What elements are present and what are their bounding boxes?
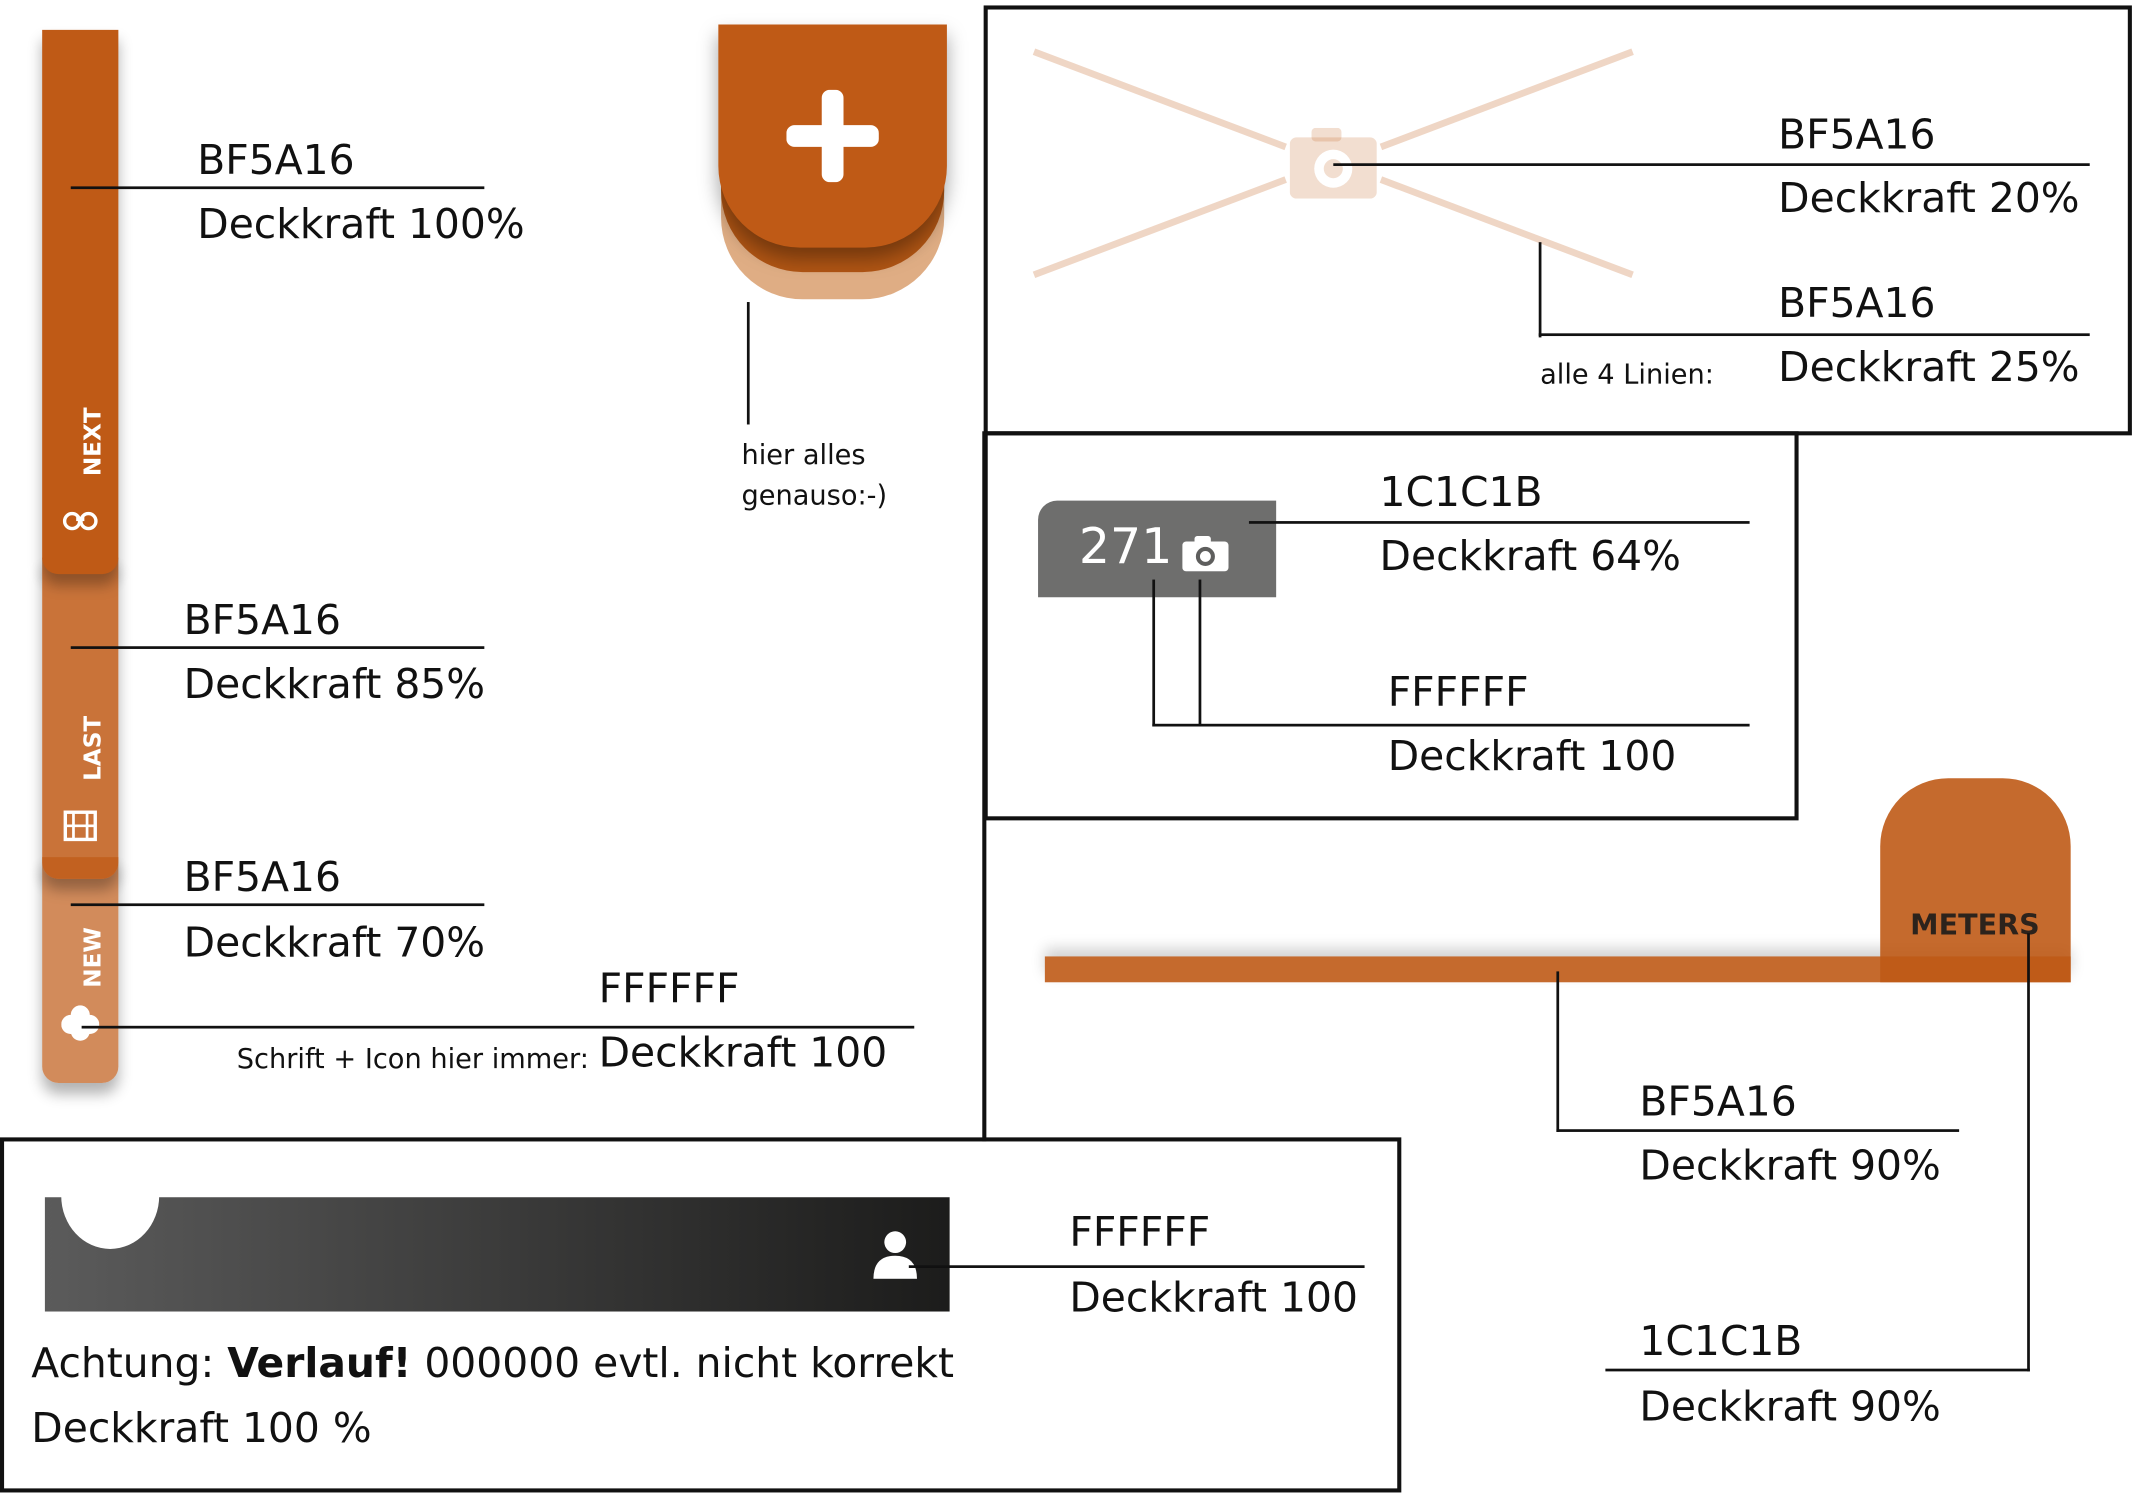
gradient-warning-opacity: Deckkraft 100 % <box>31 1405 372 1454</box>
placeholder-camera-opacity: Deckkraft 20% <box>1778 175 2080 224</box>
meters-text-opacity: Deckkraft 90% <box>1639 1383 1941 1432</box>
placeholder-lines-opacity: Deckkraft 25% <box>1778 344 2080 392</box>
leader-line <box>1198 579 1202 727</box>
placeholder-graphic <box>1032 48 1634 279</box>
camera-icon <box>1182 536 1229 578</box>
meters-tab[interactable]: METERS <box>1880 778 2071 983</box>
badge-fg-opacity: Deckkraft 100 <box>1387 733 1677 781</box>
tab-last-opacity: Deckkraft 85% <box>183 661 486 709</box>
film-icon <box>61 807 99 845</box>
warning-prefix: Achtung: <box>31 1340 215 1388</box>
leader-line <box>1556 971 1560 1132</box>
tab-last-label: LAST <box>80 715 108 781</box>
user-icon[interactable] <box>872 1230 918 1286</box>
gradient-icon-color: FFFFFF <box>1069 1209 1211 1258</box>
tab-new-label: NEW <box>80 927 108 988</box>
fab-note-line1: hier alles <box>741 438 866 471</box>
placeholder-lines-note: alle 4 Linien: <box>1540 357 1714 391</box>
tab-last[interactable]: LAST <box>42 557 119 879</box>
divider <box>982 431 987 1142</box>
tab-next[interactable]: NEXT <box>42 29 119 575</box>
leader-line <box>1152 723 1750 727</box>
binoculars-icon <box>61 501 99 539</box>
leader-line <box>1538 242 1542 338</box>
cloud-icon <box>61 1004 100 1042</box>
leader-line <box>908 1265 1365 1268</box>
leader-line <box>1556 1129 1960 1132</box>
leader-line <box>746 302 750 425</box>
leader-line <box>70 186 485 190</box>
leader-line <box>70 646 485 649</box>
leader-line <box>1538 333 2090 337</box>
photo-count-badge[interactable]: 271 <box>1038 500 1277 598</box>
badge-fg-color: FFFFFF <box>1387 669 1529 717</box>
add-button[interactable] <box>718 24 947 248</box>
meters-bar-color: BF5A16 <box>1639 1078 1797 1127</box>
gradient-icon-opacity: Deckkraft 100 <box>1069 1274 1358 1323</box>
meters-text-color: 1C1C1B <box>1639 1318 1803 1366</box>
meters-label: METERS <box>1910 908 2040 942</box>
tab-text-color: FFFFFF <box>598 965 740 1014</box>
placeholder-camera-color: BF5A16 <box>1778 111 1936 160</box>
fab-note-line2: genauso:-) <box>741 478 888 512</box>
profile-header-bar <box>44 1142 950 1312</box>
leader-line <box>1248 521 1750 524</box>
tab-next-label: NEXT <box>80 407 108 477</box>
warning-rest: 000000 evtl. nicht korrekt <box>424 1340 955 1388</box>
photo-count: 271 <box>1078 519 1173 576</box>
badge-bg-color: 1C1C1B <box>1379 469 1543 517</box>
leader-line <box>70 903 485 907</box>
leader-line <box>1333 163 2090 166</box>
camera-icon <box>1289 127 1377 206</box>
tab-next-opacity: Deckkraft 100% <box>197 201 525 249</box>
tab-new-opacity: Deckkraft 70% <box>183 919 486 968</box>
leader-line <box>1152 579 1156 727</box>
tab-next-color: BF5A16 <box>197 137 355 186</box>
meters-bar-opacity: Deckkraft 90% <box>1639 1142 1941 1191</box>
tab-text-note: Schrift + Icon hier immer: <box>236 1042 589 1075</box>
tab-text-opacity: Deckkraft 100 <box>598 1029 888 1078</box>
tab-new-color: BF5A16 <box>183 854 341 903</box>
gradient-panel <box>0 1137 1402 1493</box>
gradient-warning: Achtung: Verlauf! 000000 evtl. nicht kor… <box>31 1343 954 1385</box>
leader-line <box>1605 1368 2030 1372</box>
tab-last-color: BF5A16 <box>183 597 341 645</box>
badge-bg-opacity: Deckkraft 64% <box>1379 533 1681 581</box>
placeholder-lines-color: BF5A16 <box>1778 280 1936 328</box>
warning-bold: Verlauf! <box>227 1340 412 1388</box>
leader-line <box>2027 933 2030 1372</box>
plus-icon <box>786 89 879 183</box>
tab-new[interactable]: NEW <box>42 857 119 1083</box>
leader-line <box>81 1025 915 1029</box>
avatar-cutout <box>61 1142 160 1249</box>
